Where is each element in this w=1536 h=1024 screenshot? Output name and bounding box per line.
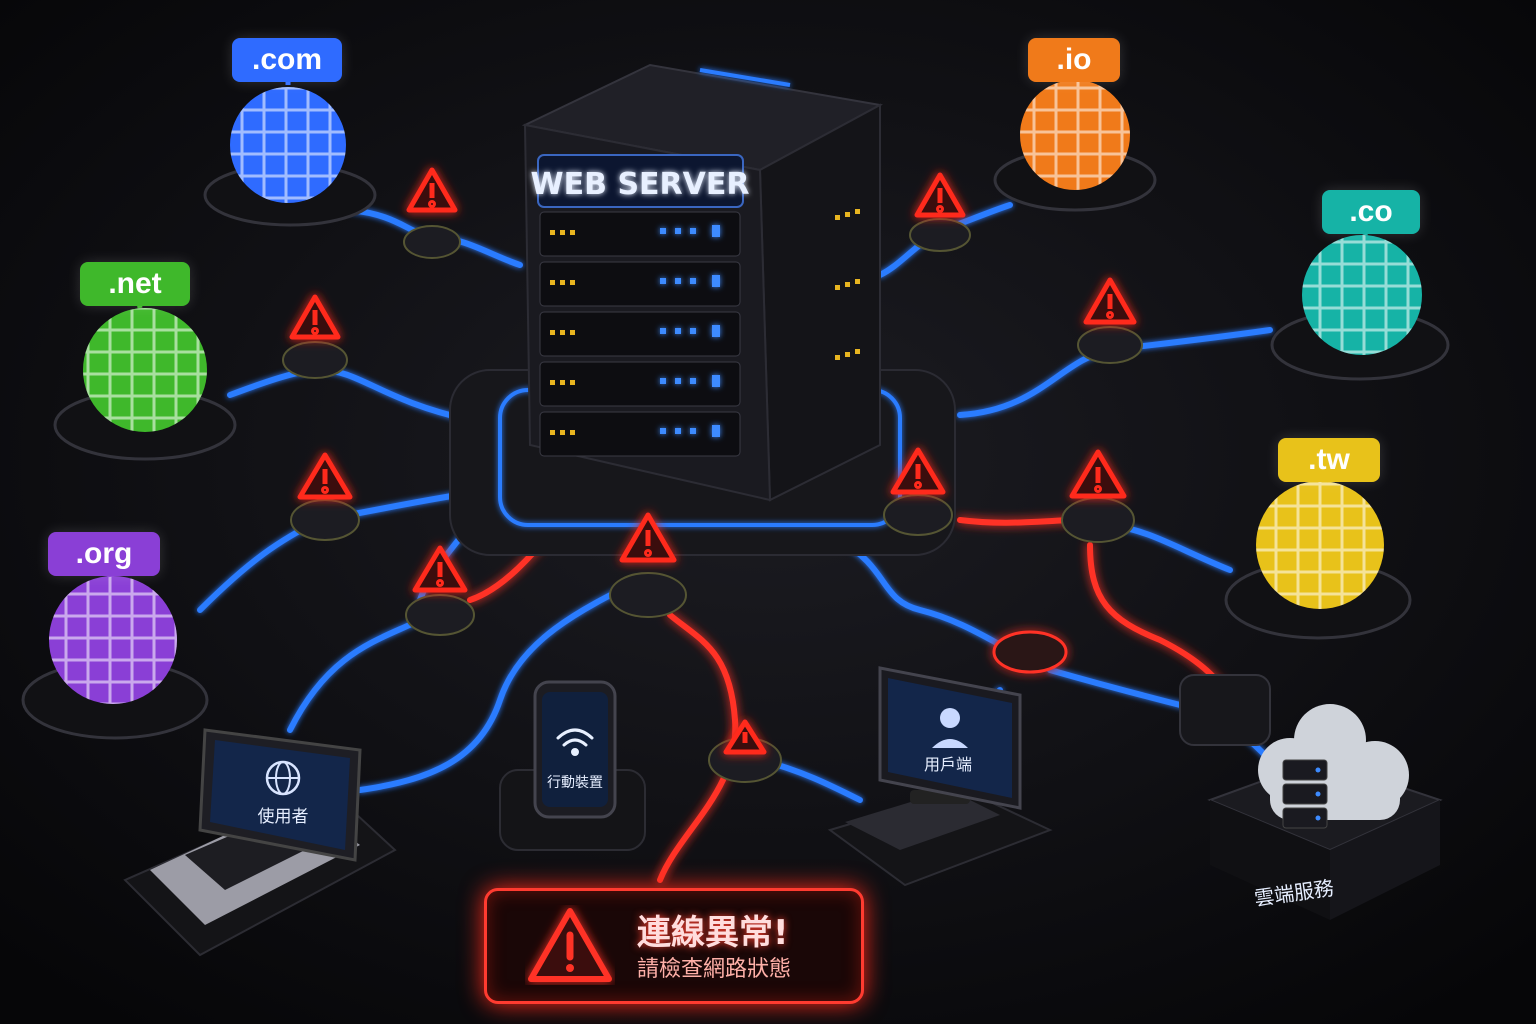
warning-icon [406,167,458,213]
wifi-icon [556,728,594,756]
laptop-label: 使用者 [258,806,309,827]
phone-label: 行動裝置 [547,775,603,791]
domain-com[interactable] [203,65,377,227]
server-label: WEB SERVER [531,167,750,202]
domain-tw[interactable] [1224,469,1412,640]
domain-io[interactable] [993,70,1157,212]
desktop-device[interactable]: 用戶端 [827,666,1053,887]
warning-icon [412,545,468,593]
phone-device[interactable]: 行動裝置 [499,680,646,851]
warning-icon [289,294,341,340]
warning-icon [1069,449,1127,499]
link-error-phone [657,612,739,883]
link-cloud [837,537,1013,653]
cloud-device[interactable]: 雲端服務 [1207,704,1443,920]
warning-icon [914,172,966,218]
link-laptop-2 [357,577,643,793]
warning-icon [619,512,677,563]
network-switch [1179,674,1271,746]
warning-icon [1083,277,1137,325]
warning-icon [890,447,946,495]
link-laptop [287,617,423,733]
warning-icon [297,452,353,500]
link-error-tw [957,517,1073,526]
laptop-device[interactable]: 使用者 [123,728,397,957]
domain-org[interactable] [21,564,209,740]
desktop-label: 用戶端 [924,755,972,774]
domain-co[interactable] [1270,221,1450,381]
web-server[interactable]: WEB SERVER [521,63,884,502]
server-stack-icon [1282,759,1328,829]
user-icon [940,708,960,728]
connector-nodes [282,218,1143,783]
domain-net[interactable] [53,294,237,461]
rack-units [539,209,860,457]
warning-icon [723,719,767,755]
warning-icons [289,167,1137,755]
